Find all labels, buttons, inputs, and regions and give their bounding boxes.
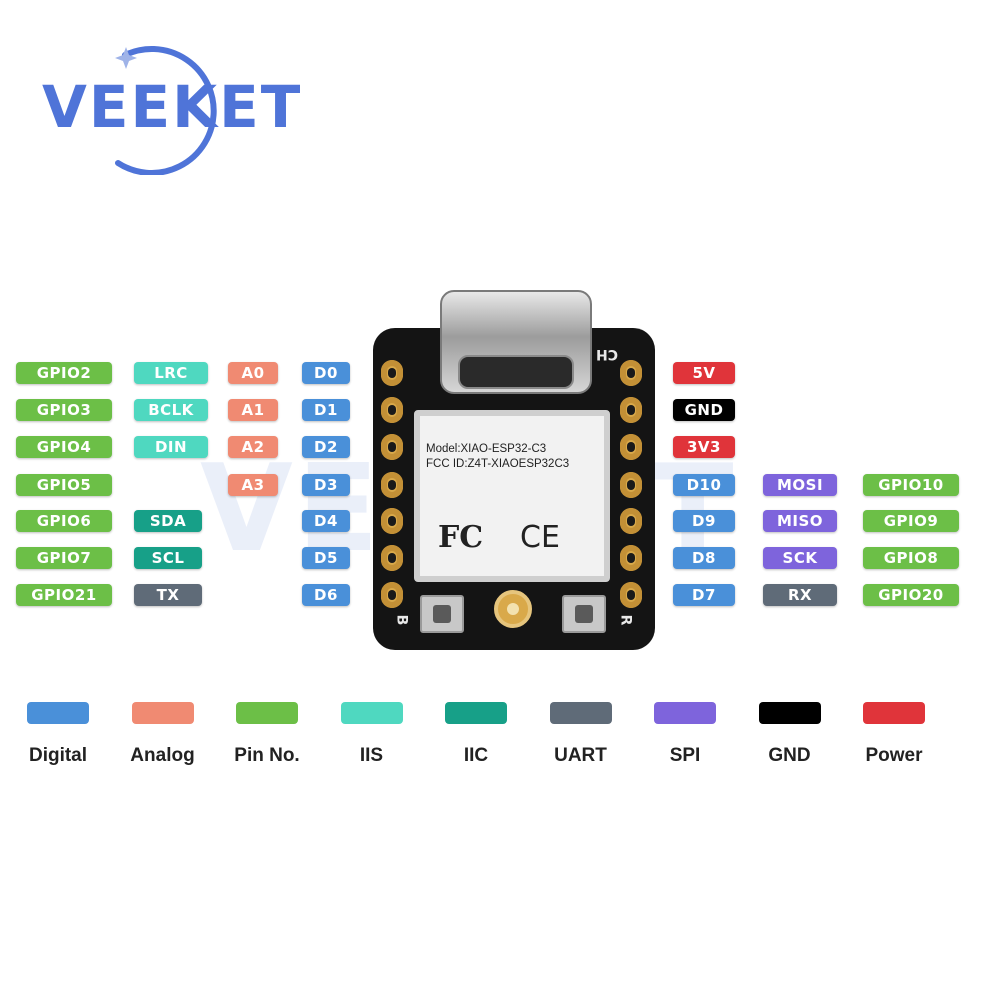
analog-tag: A2 (228, 436, 278, 458)
spi-tag: MOSI (763, 474, 837, 496)
model-text: Model:XIAO-ESP32-C3 (426, 443, 547, 455)
digital-tag: D3 (302, 474, 350, 496)
pad-right-4 (620, 472, 642, 498)
gpio-tag: GPIO8 (863, 547, 959, 569)
pad-right-7 (620, 582, 642, 608)
spi-tag: SCK (763, 547, 837, 569)
digital-tag: D10 (673, 474, 735, 496)
pad-left-6 (381, 545, 403, 571)
module-label: Model:XIAO-ESP32-C3 FCC ID:Z4T-XIAOESP32… (426, 442, 569, 472)
legend-swatch (445, 702, 507, 724)
legend-label: GND (768, 745, 811, 766)
analog-tag: A0 (228, 362, 278, 384)
iis-tag: DIN (134, 436, 208, 458)
antenna-connector-icon (494, 590, 532, 628)
boot-button (420, 595, 464, 633)
digital-tag: D9 (673, 510, 735, 532)
silk-r-label: R (617, 614, 634, 626)
digital-tag: D8 (673, 547, 735, 569)
gpio-tag: GPIO20 (863, 584, 959, 606)
digital-tag: D5 (302, 547, 350, 569)
gpio-tag: GPIO9 (863, 510, 959, 532)
gpio-tag: GPIO6 (16, 510, 112, 532)
pad-right-2 (620, 397, 642, 423)
digital-tag: D0 (302, 362, 350, 384)
legend-label: Pin No. (234, 745, 300, 766)
power-tag: 5V (673, 362, 735, 384)
legend-swatch (131, 702, 194, 724)
gpio-tag: GPIO21 (16, 584, 112, 606)
legend-swatch (549, 702, 612, 724)
reset-button (562, 595, 606, 633)
analog-tag: A1 (228, 399, 278, 421)
legend-label: Power (865, 745, 923, 766)
legend-swatch (654, 702, 716, 724)
iic-tag: SCL (134, 547, 202, 569)
legend-label: SPI (669, 745, 701, 766)
gnd-tag: GND (673, 399, 735, 421)
gpio-tag: GPIO7 (16, 547, 112, 569)
analog-tag: A3 (228, 474, 278, 496)
usb-c-port (458, 355, 574, 389)
fcc-logo: FC (438, 520, 484, 555)
iis-tag: LRC (134, 362, 208, 384)
gpio-tag: GPIO5 (16, 474, 112, 496)
legend-label: IIC (463, 745, 489, 766)
uart-tag: TX (134, 584, 202, 606)
digital-tag: D4 (302, 510, 350, 532)
pad-left-4 (381, 472, 403, 498)
silk-ch-label: CH (596, 346, 618, 362)
iic-tag: SDA (134, 510, 202, 532)
gpio-tag: GPIO3 (16, 399, 112, 421)
digital-tag: D1 (302, 399, 350, 421)
legend-swatch (340, 702, 403, 724)
pad-left-2 (381, 397, 403, 423)
power-tag: 3V3 (673, 436, 735, 458)
spi-tag: MISO (763, 510, 837, 532)
digital-tag: D2 (302, 436, 350, 458)
digital-tag: D6 (302, 584, 350, 606)
veeket-logo: VEEKET (30, 35, 320, 175)
legend-label: UART (554, 745, 607, 766)
ce-logo: CE (520, 520, 560, 555)
fcc-id-text: FCC ID:Z4T-XIAOESP32C3 (426, 458, 570, 470)
pad-right-1 (620, 360, 642, 386)
legend-label: Analog (130, 745, 195, 766)
legend-swatch (236, 702, 298, 724)
pad-left-1 (381, 360, 403, 386)
iis-tag: BCLK (134, 399, 208, 421)
legend-label: Digital (28, 745, 88, 766)
legend-swatch (758, 702, 821, 724)
digital-tag: D7 (673, 584, 735, 606)
module-shield (414, 410, 610, 582)
pad-left-3 (381, 434, 403, 460)
pad-left-7 (381, 582, 403, 608)
logo-swoosh-icon (115, 45, 217, 175)
silk-b-label: B (393, 614, 410, 626)
legend-swatch (863, 702, 925, 724)
gpio-tag: GPIO10 (863, 474, 959, 496)
pad-right-6 (620, 545, 642, 571)
gpio-tag: GPIO4 (16, 436, 112, 458)
pad-right-5 (620, 508, 642, 534)
pad-left-5 (381, 508, 403, 534)
logo-text: VEEKET (42, 73, 303, 141)
uart-tag: RX (763, 584, 837, 606)
legend-label: IIS (359, 745, 384, 766)
gpio-tag: GPIO2 (16, 362, 112, 384)
pad-right-3 (620, 434, 642, 460)
legend-swatch (27, 702, 89, 724)
